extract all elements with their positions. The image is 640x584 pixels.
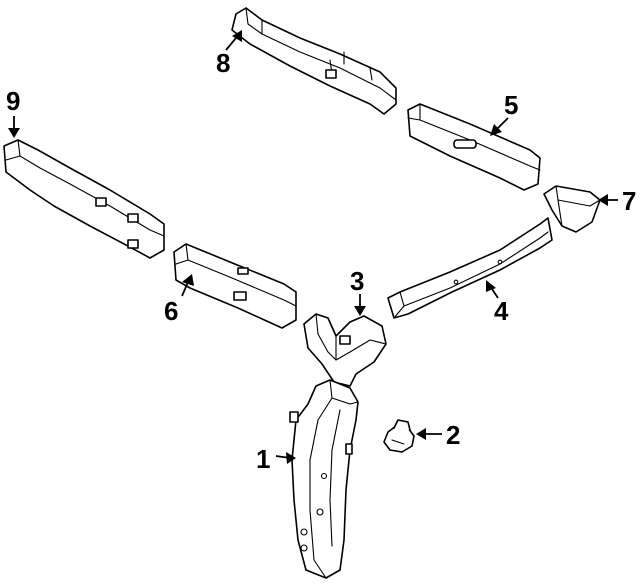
callout-5: 5 — [504, 90, 518, 120]
part-5-roof-bow — [407, 103, 541, 191]
part-8-roof-rail — [231, 7, 397, 115]
callout-6: 6 — [164, 296, 178, 326]
part-4-channel-rail — [387, 217, 553, 319]
callout-numbers: 1 2 3 4 5 6 7 8 9 — [6, 48, 636, 474]
part-3-pillar-joint — [303, 313, 387, 387]
callout-3: 3 — [350, 266, 364, 296]
part-1-main-pillar — [289, 379, 359, 579]
part-9-roof-rail — [3, 139, 165, 259]
callout-8: 8 — [216, 48, 230, 78]
callout-2: 2 — [446, 420, 460, 450]
callout-4: 4 — [494, 296, 509, 326]
callout-leaders — [8, 30, 618, 464]
callout-9: 9 — [6, 86, 20, 116]
part-6-box-section — [173, 243, 297, 329]
part-7-bracket — [543, 185, 601, 233]
callout-1: 1 — [256, 444, 270, 474]
part-2-clip — [383, 419, 415, 453]
callout-7: 7 — [622, 186, 636, 216]
